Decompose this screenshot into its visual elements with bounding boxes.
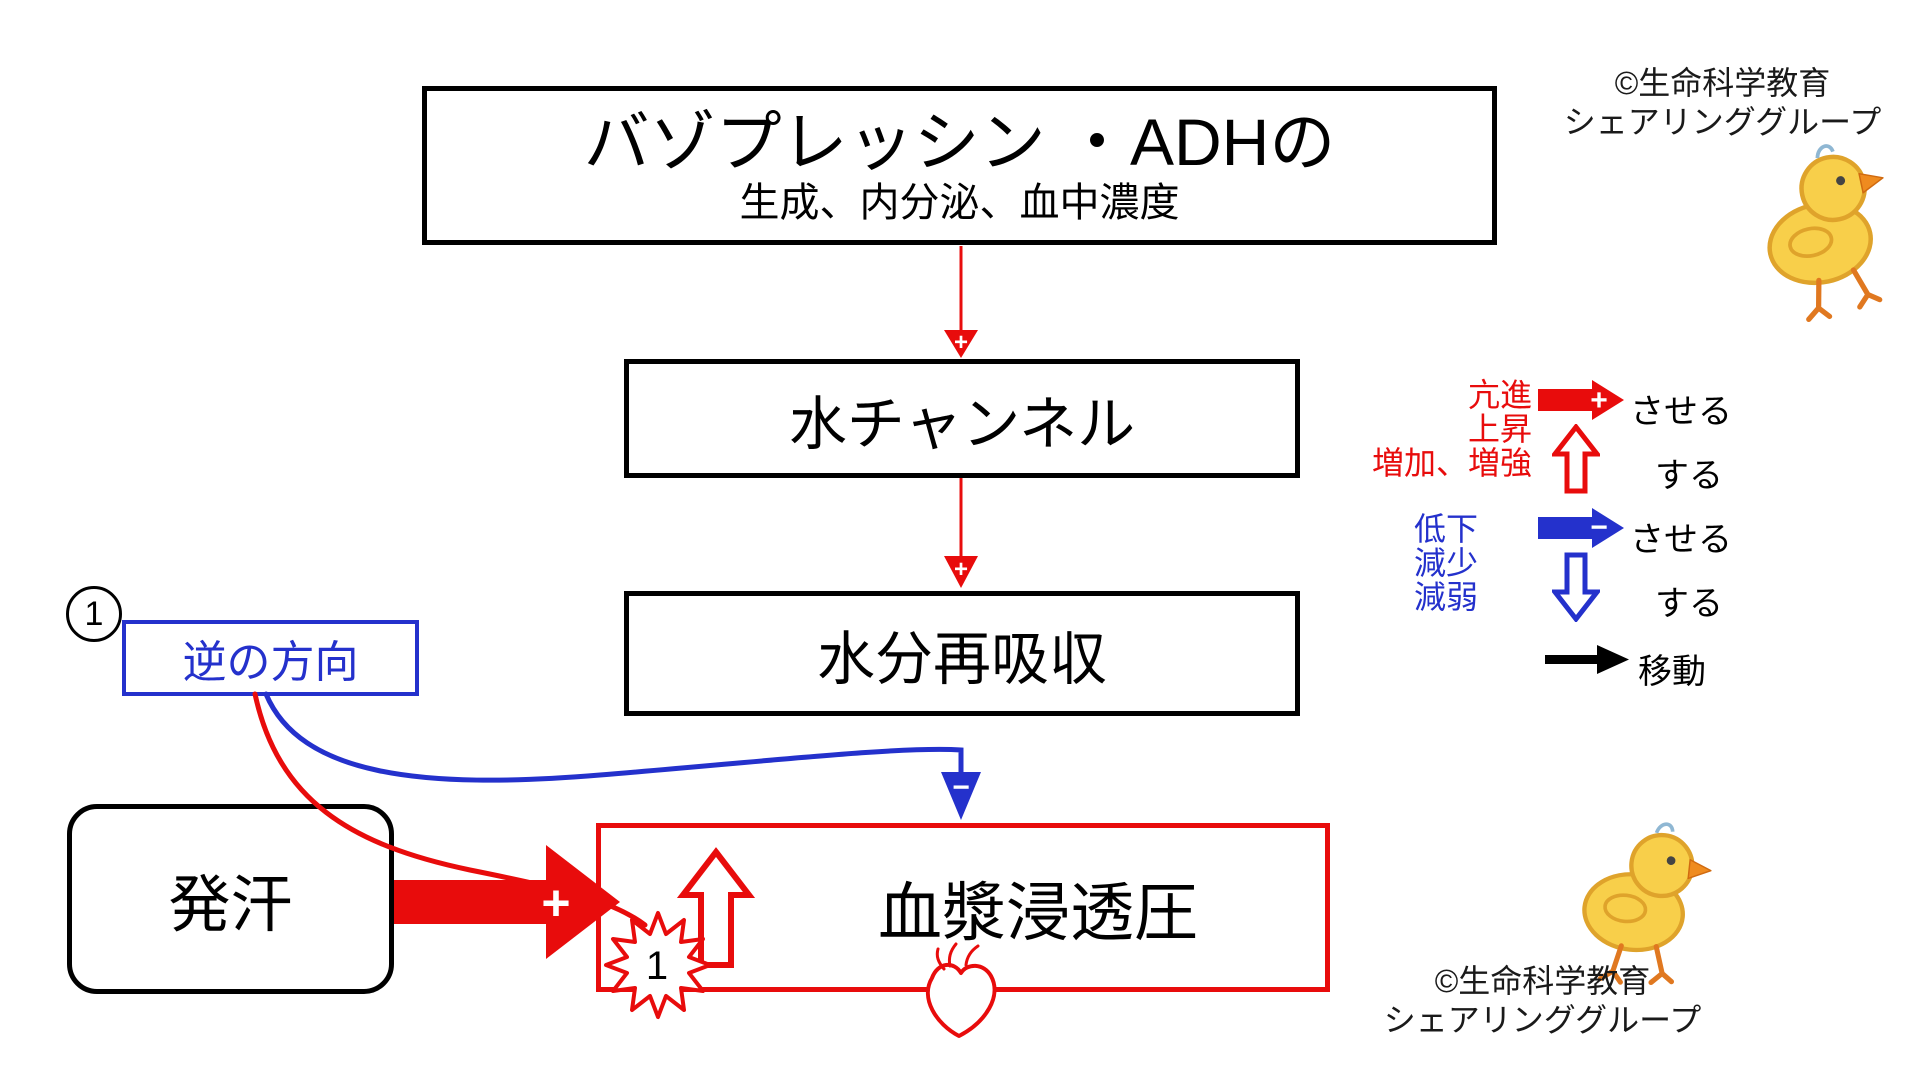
legend-increase-terms: 亢進 上昇 増加、増強: [1352, 378, 1532, 480]
copyright-bottom: ©生命科学教育 シェアリンググループ: [1350, 962, 1735, 1040]
plus-arrowhead-icon: +: [954, 556, 968, 583]
water-reabsorption-label: 水分再吸収: [816, 626, 1107, 692]
plasma-osmotic-pressure-label: 血漿浸透圧: [878, 876, 1198, 949]
svg-text:+: +: [1590, 384, 1608, 417]
plus-arrowhead-icon: +: [954, 329, 968, 356]
svg-text:−: −: [1590, 511, 1608, 544]
legend-do-label: する: [1655, 457, 1723, 495]
legend-increase-cause-arrow-icon: +: [1538, 380, 1624, 420]
legend-increase-term: 亢進: [1467, 377, 1532, 413]
circled-one-marker: 1: [66, 586, 122, 642]
legend-decrease-do-arrow-icon: [1552, 552, 1600, 622]
plus-arrowhead-icon: +: [541, 875, 570, 931]
reverse-direction-box: 逆の方向: [122, 620, 419, 696]
water-channel-box: 水チャンネル: [624, 359, 1300, 478]
copyright-top: ©生命科学教育 シェアリンググループ: [1530, 64, 1915, 142]
chick-icon-top: [1751, 136, 1909, 326]
water-channel-label: 水チャンネル: [788, 391, 1136, 457]
legend-do-label: する: [1655, 585, 1723, 623]
legend-decrease-cause-arrow-icon: −: [1538, 508, 1624, 548]
legend-increase-do-arrow-icon: [1552, 424, 1600, 494]
sweating-label: 発汗: [168, 871, 293, 940]
legend-decrease-terms: 低下 減少 減弱: [1298, 512, 1478, 614]
legend-decrease-term: 減少: [1413, 545, 1478, 581]
sweating-increase-arrow: +: [394, 845, 620, 959]
adh-subtitle: 生成、内分泌、血中濃度: [739, 180, 1180, 225]
adh-title: バゾプレッシン ・ADHの: [583, 104, 1336, 179]
plasma-osmotic-pressure-box: 血漿浸透圧: [596, 823, 1330, 992]
legend-cause-label: させる: [1630, 521, 1732, 559]
flow-arrow-water-channel-to-reabsorption: +: [944, 478, 978, 588]
legend-decrease-term: 減弱: [1413, 579, 1478, 615]
legend-cause-label: させる: [1630, 393, 1732, 431]
legend-decrease-term: 低下: [1413, 511, 1478, 547]
legend-increase-term: 増加、増強: [1371, 445, 1532, 481]
flow-arrow-adh-to-water-channel: +: [944, 246, 978, 358]
copyright-line2: シェアリンググループ: [1383, 1002, 1702, 1038]
copyright-line1: ©生命科学教育: [1434, 963, 1651, 999]
legend-increase-term: 上昇: [1467, 411, 1532, 447]
copyright-line2: シェアリンググループ: [1563, 104, 1882, 140]
adh-box: バゾプレッシン ・ADHの 生成、内分泌、血中濃度: [422, 86, 1497, 245]
legend-move-label: 移動: [1638, 653, 1706, 691]
minus-arrowhead-icon: −: [952, 771, 970, 804]
water-reabsorption-box: 水分再吸収: [624, 591, 1300, 716]
legend-move-arrow-icon: [1545, 645, 1629, 674]
copyright-line1: ©生命科学教育: [1614, 65, 1831, 101]
circled-one-number: 1: [84, 594, 104, 633]
reverse-direction-label: 逆の方向: [182, 638, 359, 687]
sweating-box: 発汗: [67, 804, 394, 994]
